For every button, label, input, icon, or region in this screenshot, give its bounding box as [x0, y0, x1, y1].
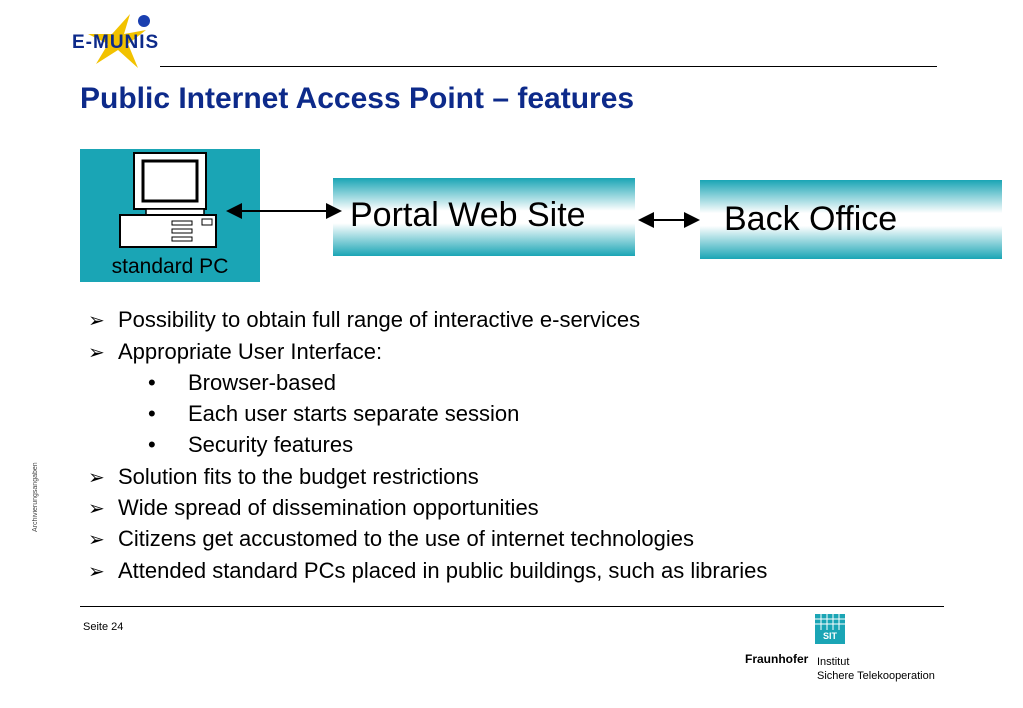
sub-bullet-item: • Each user starts separate session [148, 401, 519, 427]
back-office-label: Back Office [724, 200, 898, 238]
bullet-text: Attended standard PCs placed in public b… [118, 558, 768, 583]
back-office-box [700, 180, 1002, 259]
standard-pc-label: standard PC [111, 255, 229, 278]
top-divider [160, 66, 937, 67]
arrow-bullet-icon: ➢ [88, 342, 105, 364]
sub-bullet-item: • Browser-based [148, 370, 336, 396]
dot-bullet-icon: • [148, 432, 156, 457]
dot-bullet-icon: • [148, 401, 156, 426]
arrow-bullet-icon: ➢ [88, 467, 105, 489]
bullet-text: Wide spread of dissemination opportuniti… [118, 495, 539, 520]
portal-web-site-box [333, 178, 635, 256]
logo-text: E-MUNIS [72, 32, 160, 53]
dot-bullet-icon: • [148, 370, 156, 395]
sit-grid-icon [815, 614, 845, 644]
bullet-item: ➢ Possibility to obtain full range of int… [88, 307, 640, 333]
sit-logo-text: SIT [822, 631, 837, 641]
bullet-item: ➢ Appropriate User Interface: [88, 339, 382, 365]
bullet-item: ➢ Attended standard PCs placed in public … [88, 558, 767, 584]
bullet-item: ➢ Wide spread of dissemination opportunit… [88, 495, 539, 521]
archive-side-text: Archivierungsangaben [32, 462, 39, 532]
sit-logo: SIT [815, 614, 845, 644]
connection-arrows [226, 203, 700, 228]
bullet-text: Possibility to obtain full range of inte… [118, 307, 641, 332]
arrow-bullet-icon: ➢ [88, 529, 105, 551]
page-title: Public Internet Access Point – features [80, 82, 635, 115]
logo-star-icon [88, 14, 150, 68]
sub-bullet-text: Browser-based [188, 370, 336, 395]
bullet-text: Solution fits to the budget restrictions [118, 464, 479, 489]
computer-icon [119, 152, 217, 248]
bullet-text: Appropriate User Interface: [118, 339, 383, 364]
e-munis-logo: E-MUNIS [68, 12, 178, 70]
fraunhofer-label: Fraunhofer [745, 652, 809, 666]
sub-bullet-text: Each user starts separate session [188, 401, 520, 426]
bullet-text: Citizens get accustomed to the use of in… [118, 526, 695, 551]
page-number: Seite 24 [83, 621, 124, 633]
arrow-bullet-icon: ➢ [88, 561, 105, 583]
institut-name-label: Sichere Telekooperation [817, 670, 935, 682]
portal-web-site-label: Portal Web Site [350, 196, 586, 234]
institut-label: Institut [817, 656, 850, 668]
arrow-bullet-icon: ➢ [88, 310, 105, 332]
bullet-item: ➢ Citizens get accustomed to the use of i… [88, 526, 694, 552]
bullet-item: ➢ Solution fits to the budget restriction… [88, 464, 479, 490]
bottom-divider [80, 606, 944, 607]
sub-bullet-text: Security features [188, 432, 354, 457]
sub-bullet-item: • Security features [148, 432, 353, 458]
arrow-bullet-icon: ➢ [88, 498, 105, 520]
